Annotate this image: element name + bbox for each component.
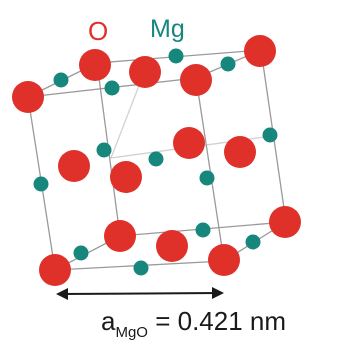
caption-value: = 0.421 nm: [148, 306, 286, 336]
edge: [195, 77, 225, 262]
o-atom: [208, 244, 240, 276]
mg-atom: [168, 48, 184, 64]
caption-subscript: MgO: [115, 324, 148, 341]
oxygen-label: O: [88, 16, 108, 46]
o-atom: [58, 150, 90, 182]
o-atom: [12, 81, 44, 113]
o-atom: [104, 220, 136, 252]
arrow-head-left: [56, 288, 68, 300]
lattice-constant-caption: aMgO = 0.421 nm: [101, 306, 286, 341]
o-atom: [110, 161, 142, 193]
mg-atom: [220, 56, 236, 72]
mg-atom: [104, 80, 120, 96]
double-headed-arrow-icon: [56, 287, 224, 300]
o-atom: [269, 206, 301, 238]
mg-atom: [73, 245, 89, 261]
mg-atom: [199, 170, 215, 186]
o-atom: [129, 56, 161, 88]
o-atom: [156, 230, 188, 262]
o-atom: [39, 254, 71, 286]
mg-atom: [148, 151, 164, 167]
mg-atom: [133, 260, 149, 276]
magnesium-atoms: [33, 48, 278, 276]
mg-atom: [262, 127, 278, 143]
o-atom: [79, 49, 111, 81]
mg-atom: [53, 72, 69, 88]
o-atom: [180, 64, 212, 96]
caption-symbol: a: [101, 306, 116, 336]
mg-atom: [96, 142, 112, 158]
mg-atom: [245, 234, 261, 250]
arrow-head-right: [212, 287, 224, 299]
magnesium-label: Mg: [150, 15, 185, 43]
o-atom: [224, 136, 256, 168]
o-atom: [244, 35, 276, 67]
arrow-shaft: [59, 292, 221, 295]
mg-atom: [195, 222, 211, 238]
oxygen-atoms: [12, 35, 301, 286]
mg-atom: [33, 176, 49, 192]
o-atom: [173, 127, 205, 159]
